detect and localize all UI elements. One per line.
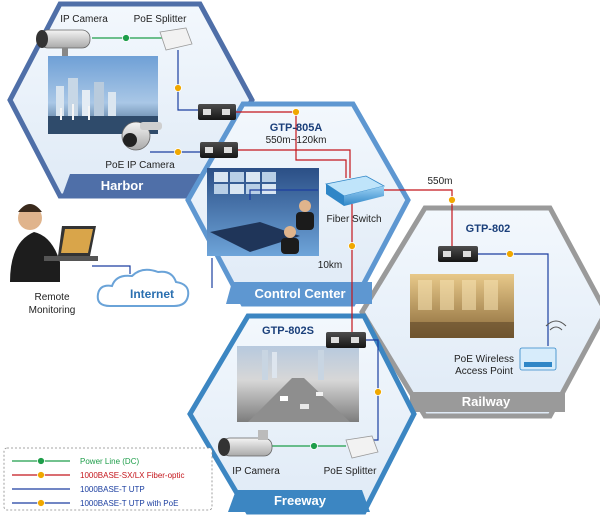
gtp-805a-lower-icon: [200, 142, 238, 158]
remote-to-internet: [92, 265, 131, 274]
harbor-poe-ip-camera-label: PoE IP Camera: [105, 160, 175, 171]
legend-label: 1000BASE-T UTP: [80, 485, 145, 494]
video-wall: [210, 172, 300, 252]
internet-label: Internet: [130, 287, 174, 301]
freeway-banner: [228, 490, 370, 512]
power-badge: [122, 34, 130, 42]
legend-item-utp-poe: 1000BASE-T UTP with PoE: [12, 499, 178, 508]
remote-label-line1: Remote: [34, 292, 69, 303]
harbor-label: Harbor: [101, 178, 144, 193]
distance-550m-label: 550m: [427, 176, 452, 187]
remote-user-icon: [10, 204, 98, 282]
gtp-802-icon: [438, 246, 478, 262]
harbor-splitter-utp: [177, 50, 200, 111]
freeway-poe-splitter-label: PoE Splitter: [324, 466, 377, 477]
control-center-label: Control Center: [255, 286, 346, 301]
gtp-805a-label: GTP-805A: [270, 122, 323, 134]
freeway-poe-splitter-icon: [345, 435, 379, 459]
gtp-802-label: GTP-802: [466, 223, 511, 235]
remote-label-line2: Monitoring: [29, 305, 76, 316]
railway-arches: [410, 280, 514, 338]
wireless-ap-label-line1: PoE Wireless: [454, 354, 514, 365]
freeway-ip-camera-label: IP Camera: [232, 466, 280, 477]
legend-item-fiber: 1000BASE-SX/LX Fiber-optic: [12, 471, 185, 480]
line-badges: [122, 34, 514, 450]
freeway-traffic: [248, 350, 350, 422]
wireless-ap-icon: [519, 320, 567, 371]
harbor-poe-splitter-label: PoE Splitter: [134, 14, 187, 25]
poe-badge: [174, 148, 182, 156]
harbor-ip-camera-icon: [36, 29, 91, 56]
fiber-switch-label: Fiber Switch: [326, 214, 381, 225]
railway-utp-ap: [478, 253, 549, 346]
legend: Power Line (DC) 1000BASE-SX/LX Fiber-opt…: [3, 447, 213, 511]
harbor-zone: Harbor: [7, 1, 255, 199]
control-center-banner: [226, 282, 372, 304]
poe-badge: [174, 84, 182, 92]
railway-banner: [410, 392, 565, 412]
wireless-ap-label-line2: Access Point: [455, 366, 513, 377]
fiber-badge: [348, 242, 356, 250]
freeway-zone: Freeway: [187, 313, 417, 515]
fiber-switch-icon: [324, 175, 386, 206]
distance-10km-label: 10km: [318, 260, 342, 271]
harbor-ip-camera-label: IP Camera: [60, 14, 108, 25]
legend-label: 1000BASE-T UTP with PoE: [80, 499, 178, 508]
freeway-ip-camera-icon: [218, 430, 273, 457]
legend-label: 1000BASE-SX/LX Fiber-optic: [80, 471, 185, 480]
freeway-label: Freeway: [274, 493, 327, 508]
legend-item-utp: 1000BASE-T UTP: [12, 485, 145, 494]
control-center-zone: Control Center: [185, 101, 411, 307]
gtp-805a-range-label: 550m~120km: [266, 135, 327, 146]
fiber-switch-railway: [380, 189, 453, 246]
operator-figures: [281, 200, 314, 254]
railway-zone: Railway: [359, 205, 600, 419]
legend-label: Power Line (DC): [80, 457, 139, 466]
harbor-poe-ip-camera-icon: [121, 121, 162, 151]
internet-cloud-icon: [96, 268, 190, 307]
legend-item-power: Power Line (DC): [12, 457, 139, 466]
switch-utp-pc: [249, 189, 318, 200]
poe-badge: [374, 388, 382, 396]
connection-lines: [92, 37, 549, 447]
gtp-802s-icon: [326, 332, 366, 348]
railway-label: Railway: [462, 394, 511, 409]
fiber-805a-lower: [236, 149, 351, 178]
poe-badge: [506, 250, 514, 258]
gtp-802s-label: GTP-802S: [262, 325, 314, 337]
fiber-805a-upper: [234, 111, 347, 178]
harbor-skyline: [48, 78, 158, 134]
gtp-805a-upper-icon: [198, 104, 236, 120]
harbor-poe-splitter-icon: [159, 27, 193, 51]
power-badge: [310, 442, 318, 450]
fiber-badge: [292, 108, 300, 116]
fiber-badge: [448, 196, 456, 204]
